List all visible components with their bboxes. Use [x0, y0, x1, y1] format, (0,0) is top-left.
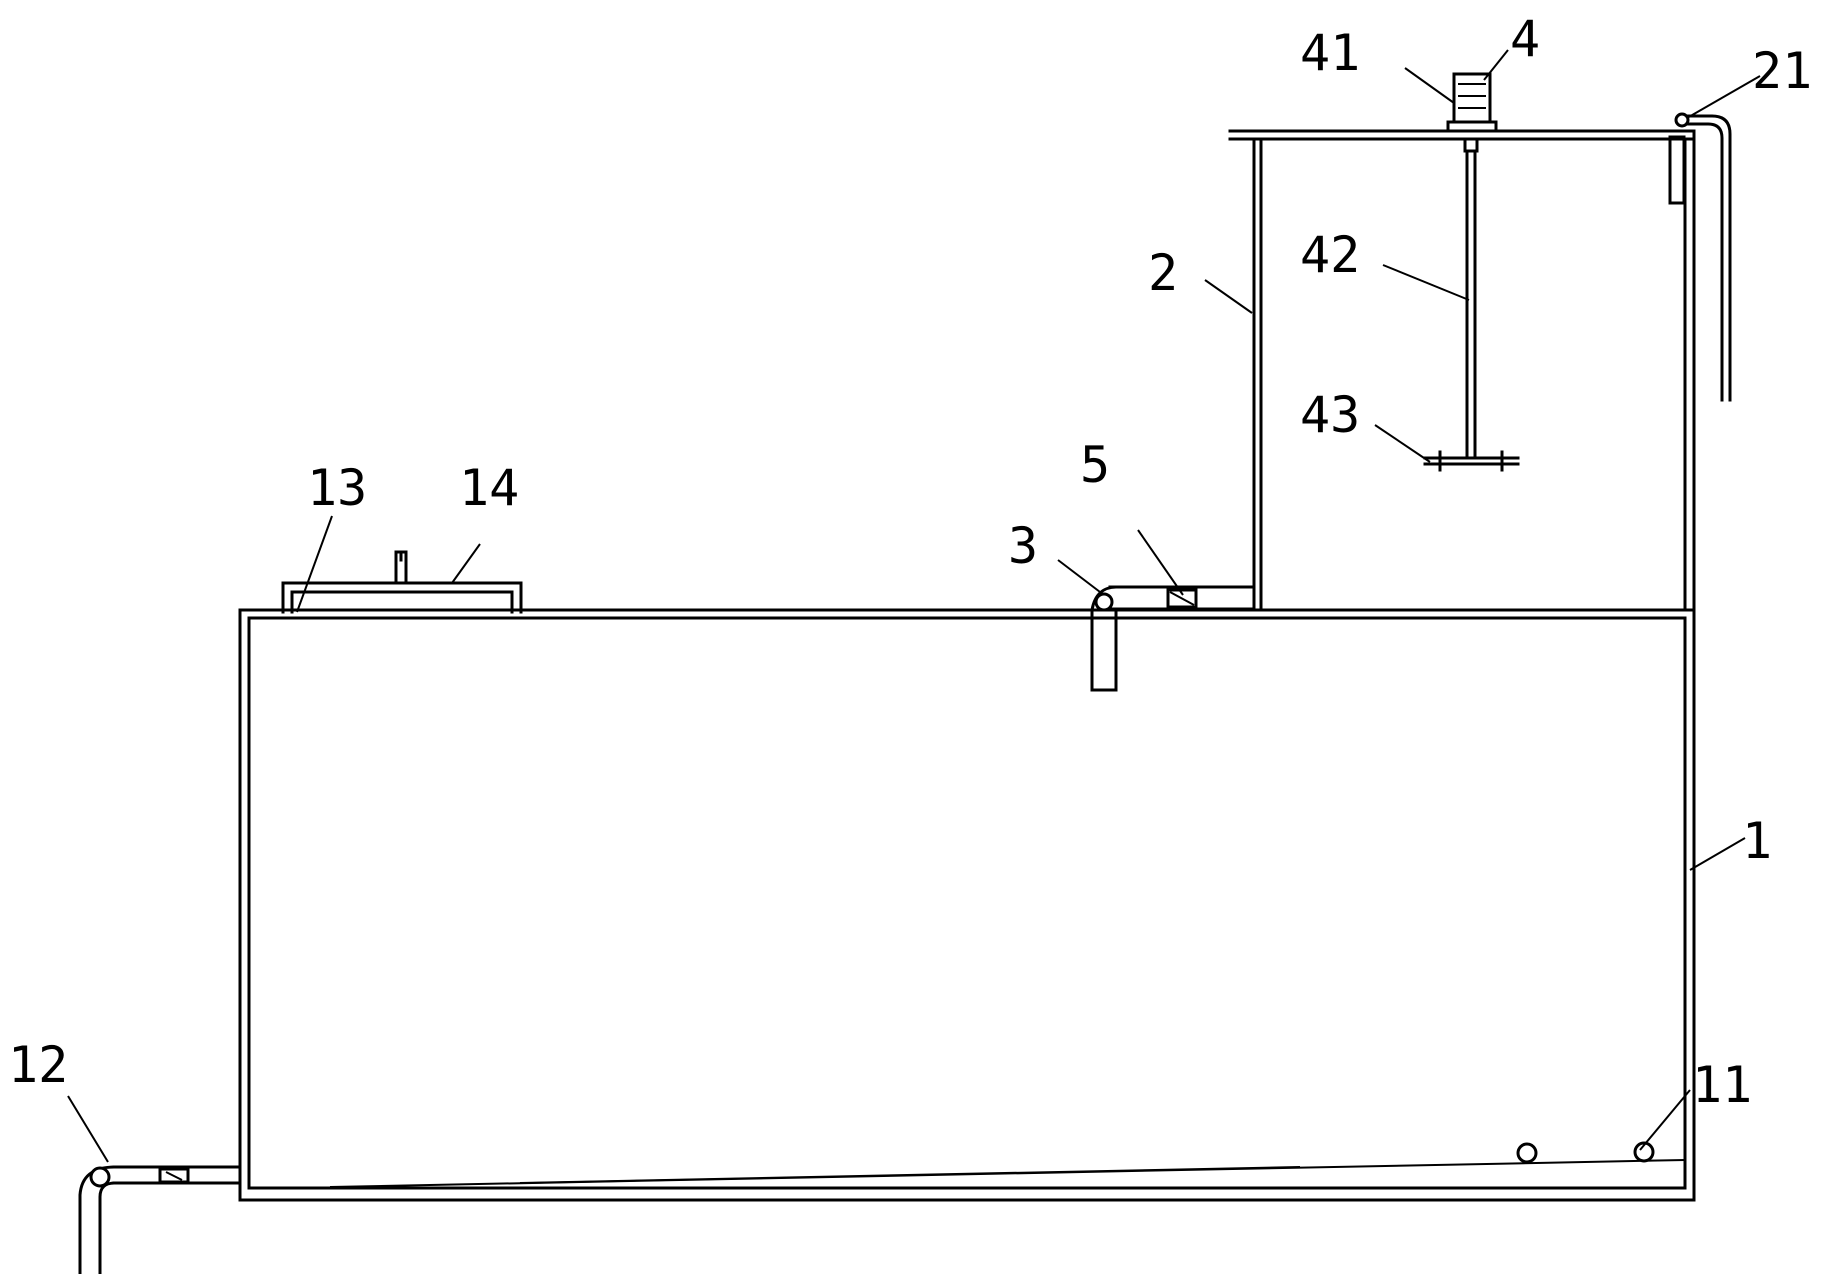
mixing-tank — [1228, 129, 1696, 612]
manhole — [281, 550, 523, 614]
label-stirrer: 4 — [1510, 10, 1540, 68]
label-impeller: 43 — [1300, 386, 1360, 444]
label-manhole-cover: 14 — [459, 459, 519, 517]
main-tank — [238, 608, 1696, 1202]
stirrer — [1423, 72, 1520, 472]
shaft-coupling — [1463, 137, 1479, 153]
label-feed-pipe: 3 — [1008, 517, 1038, 575]
label-tank: 1 — [1742, 812, 1772, 870]
label-bottom-outlet: 11 — [1692, 1056, 1752, 1114]
label-mixing-inlet: 21 — [1752, 42, 1812, 100]
label-manhole-flange: 13 — [307, 459, 367, 517]
motor-base — [1446, 120, 1498, 133]
label-stirring-shaft: 42 — [1300, 226, 1360, 284]
label-drain-pipe: 12 — [8, 1036, 68, 1094]
label-motor: 41 — [1300, 24, 1360, 82]
bottom-outlets — [1516, 1141, 1655, 1164]
leader-lines — [67, 49, 1761, 1163]
transfer-pipe — [1090, 585, 1256, 692]
drain-pipe — [78, 1165, 242, 1274]
label-mixing-tank: 2 — [1148, 244, 1178, 302]
inlet-pipe — [1668, 112, 1732, 402]
labels: 1 11 12 13 14 2 21 3 4 41 42 43 5 — [8, 10, 1812, 1114]
motor-body — [1452, 72, 1492, 124]
label-valve: 5 — [1080, 436, 1110, 494]
